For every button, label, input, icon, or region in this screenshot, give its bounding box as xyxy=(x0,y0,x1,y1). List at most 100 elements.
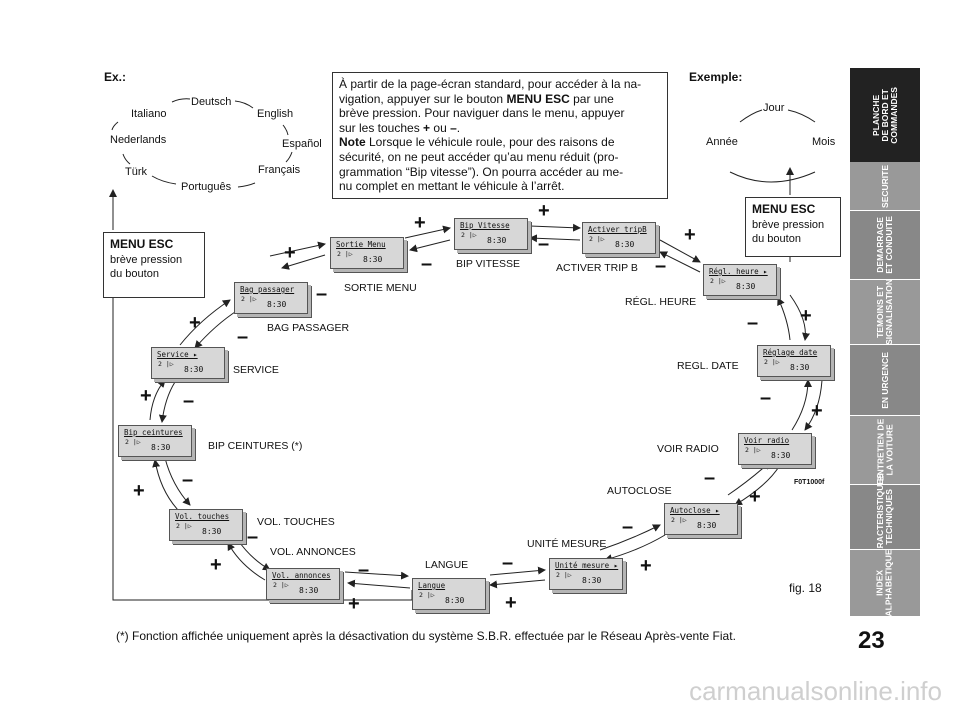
tab-label: EN URGENCE xyxy=(879,351,890,409)
language-nederlands: Nederlands xyxy=(110,134,167,146)
date-annee: Année xyxy=(706,136,738,148)
label-regl-heure: RÉGL. HEURE xyxy=(625,296,697,308)
display-service: Service ▸2 |▷8:30 xyxy=(151,347,225,379)
display-autoclose: Autoclose ▸2 |▷8:30 xyxy=(664,503,738,535)
plus-sign: + xyxy=(505,592,517,614)
minus-sign: – xyxy=(237,326,249,348)
tab-index[interactable]: INDEX ALPHABETIQUE xyxy=(850,549,920,617)
label-sortie-menu: SORTIE MENU xyxy=(344,282,417,294)
minus-sign: – xyxy=(183,390,195,412)
menu-esc-box-left: MENU ESC brève pression du bouton xyxy=(103,232,205,298)
label-vol-annonces: VOL. ANNONCES xyxy=(270,546,356,558)
tab-temoins[interactable]: TEMOINS ET SIGNALISATION xyxy=(850,279,920,345)
language-deutsch: Deutsch xyxy=(191,96,232,108)
tab-entretien[interactable]: ENTRETIEN DE LA VOITURE xyxy=(850,416,920,484)
info-line: sécurité, on ne peut accéder qu’au menu … xyxy=(339,149,619,164)
tab-label: SECURITE xyxy=(879,164,890,208)
tab-label: TEMOINS ET SIGNALISATION xyxy=(875,279,894,345)
minus-sign: – xyxy=(502,552,514,574)
tab-securite[interactable]: SECURITE xyxy=(850,162,920,210)
example-label: Exemple: xyxy=(689,70,743,84)
label-activer-trip-b: ACTIVER TRIP B xyxy=(556,262,638,274)
label-langue: LANGUE xyxy=(425,559,469,571)
watermark: carmanualsonline.info xyxy=(689,676,942,706)
plus-sign: + xyxy=(811,400,823,422)
minus-sign: – xyxy=(358,559,370,581)
plus-sign: + xyxy=(189,312,201,334)
info-line: nu complet en mettant le véhicule à l’ar… xyxy=(339,179,565,194)
date-jour: Jour xyxy=(763,102,785,114)
minus-sign: – xyxy=(704,467,716,489)
language-francais: Français xyxy=(258,164,301,176)
info-line: Note Lorsque le véhicule roule, pour des… xyxy=(339,135,615,150)
minus-sign: – xyxy=(316,283,328,305)
label-voir-radio: VOIR RADIO xyxy=(657,443,719,455)
info-line: grammation “Bip vitesse”). On pourra acc… xyxy=(339,164,624,179)
minus-sign: – xyxy=(760,387,772,409)
language-espanol: Español xyxy=(282,138,322,150)
language-italiano: Italiano xyxy=(131,108,167,120)
language-english: English xyxy=(257,108,294,120)
plus-sign: + xyxy=(640,555,652,577)
page-number: 23 xyxy=(858,627,885,654)
date-mois: Mois xyxy=(812,136,836,148)
info-line: vigation, appuyer sur le bouton MENU ESC… xyxy=(339,91,614,106)
label-bip-vitesse: BIP VITESSE xyxy=(456,258,520,270)
plus-sign: + xyxy=(749,486,761,508)
tab-label: INDEX ALPHABETIQUE xyxy=(875,549,894,617)
plus-sign: + xyxy=(210,554,222,576)
label-bip-ceintures: BIP CEINTURES (*) xyxy=(208,440,303,452)
plus-sign: + xyxy=(140,385,152,407)
minus-sign: – xyxy=(747,312,759,334)
plus-sign: + xyxy=(133,480,145,502)
tab-label: DEMARRAGE ET CONDUITE xyxy=(875,216,894,274)
menu-esc-box-right: MENU ESC brève pression du bouton xyxy=(745,197,841,257)
minus-sign: – xyxy=(538,233,550,255)
tab-label: PLANCHE DE BORD ET COMMANDES xyxy=(870,86,899,144)
plus-sign: + xyxy=(800,305,812,327)
tab-demarrage[interactable]: DEMARRAGE ET CONDUITE xyxy=(850,211,920,279)
info-line: À partir de la page-écran standard, pour… xyxy=(339,77,642,91)
display-regl-heure: Régl. heure ▸2 |▷8:30 xyxy=(703,264,777,296)
label-unite-mesure: UNITÉ MESURE xyxy=(527,538,607,550)
tab-planche-de-bord[interactable]: PLANCHE DE BORD ET COMMANDES xyxy=(850,68,920,162)
minus-sign: – xyxy=(247,526,259,548)
plus-sign: + xyxy=(348,593,360,615)
tab-label: CARACTERISTIQUES TECHNIQUES xyxy=(875,473,894,561)
tab-label: ENTRETIEN DE LA VOITURE xyxy=(875,418,894,482)
figure-code: F0T1000f xyxy=(794,479,825,486)
label-autoclose: AUTOCLOSE xyxy=(607,485,672,497)
tab-caracteristiques[interactable]: CARACTERISTIQUES TECHNIQUES xyxy=(850,473,920,561)
minus-sign: – xyxy=(182,469,194,491)
label-vol-touches: VOL. TOUCHES xyxy=(257,516,335,528)
language-turk: Türk xyxy=(125,166,147,178)
plus-sign: + xyxy=(538,200,550,222)
display-unite-mesure: Unité mesure ▸2 |▷8:30 xyxy=(549,558,623,590)
minus-sign: – xyxy=(421,253,433,275)
figure-label: fig. 18 xyxy=(789,581,822,595)
minus-sign: – xyxy=(655,255,667,277)
label-bag-passager: BAG PASSAGER xyxy=(267,322,350,334)
label-regl-date: REGL. DATE xyxy=(677,360,739,372)
minus-sign: – xyxy=(622,516,634,538)
info-line: sur les touches + ou –. xyxy=(339,120,461,135)
label-service: SERVICE xyxy=(233,364,279,376)
footnote: (*) Fonction affichée uniquement après l… xyxy=(116,629,736,643)
tab-en-urgence[interactable]: EN URGENCE xyxy=(850,345,920,415)
info-line: brève pression. Pour naviguer dans le me… xyxy=(339,106,625,121)
language-portugues: Português xyxy=(181,181,232,193)
plus-sign: + xyxy=(414,212,426,234)
info-box: À partir de la page-écran standard, pour… xyxy=(332,72,668,199)
ex-label: Ex.: xyxy=(104,70,127,84)
plus-sign: + xyxy=(684,224,696,246)
